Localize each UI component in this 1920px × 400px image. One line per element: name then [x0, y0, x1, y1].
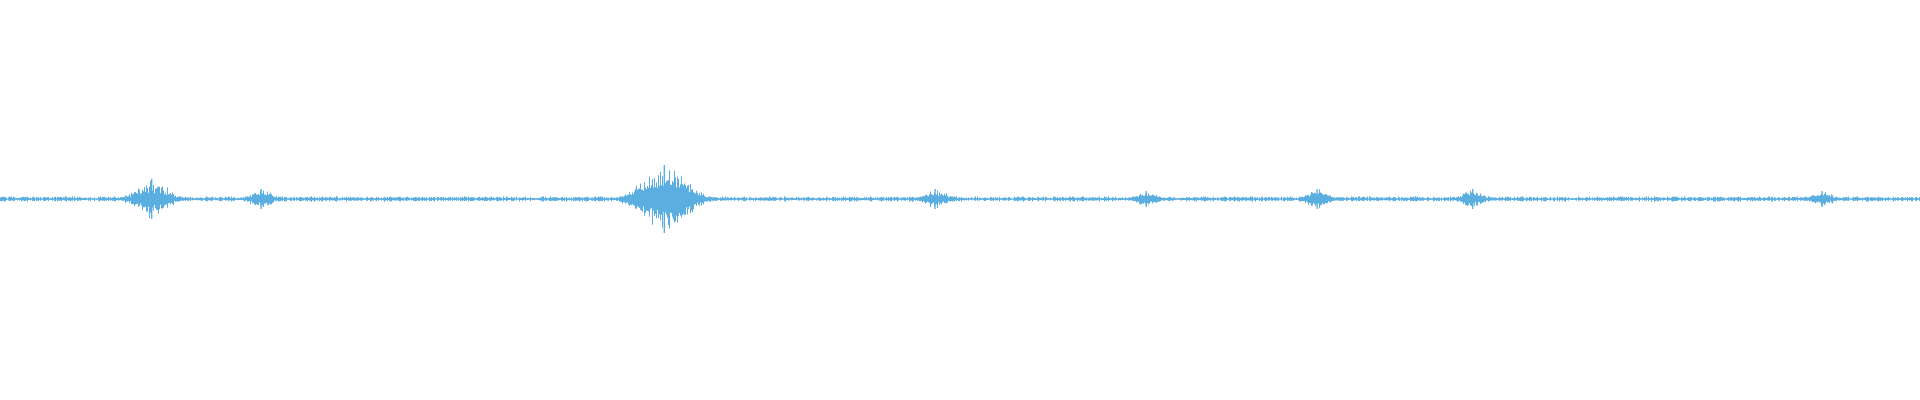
- waveform-samples: [0, 170, 1920, 229]
- waveform-trace-group: [0, 165, 1920, 233]
